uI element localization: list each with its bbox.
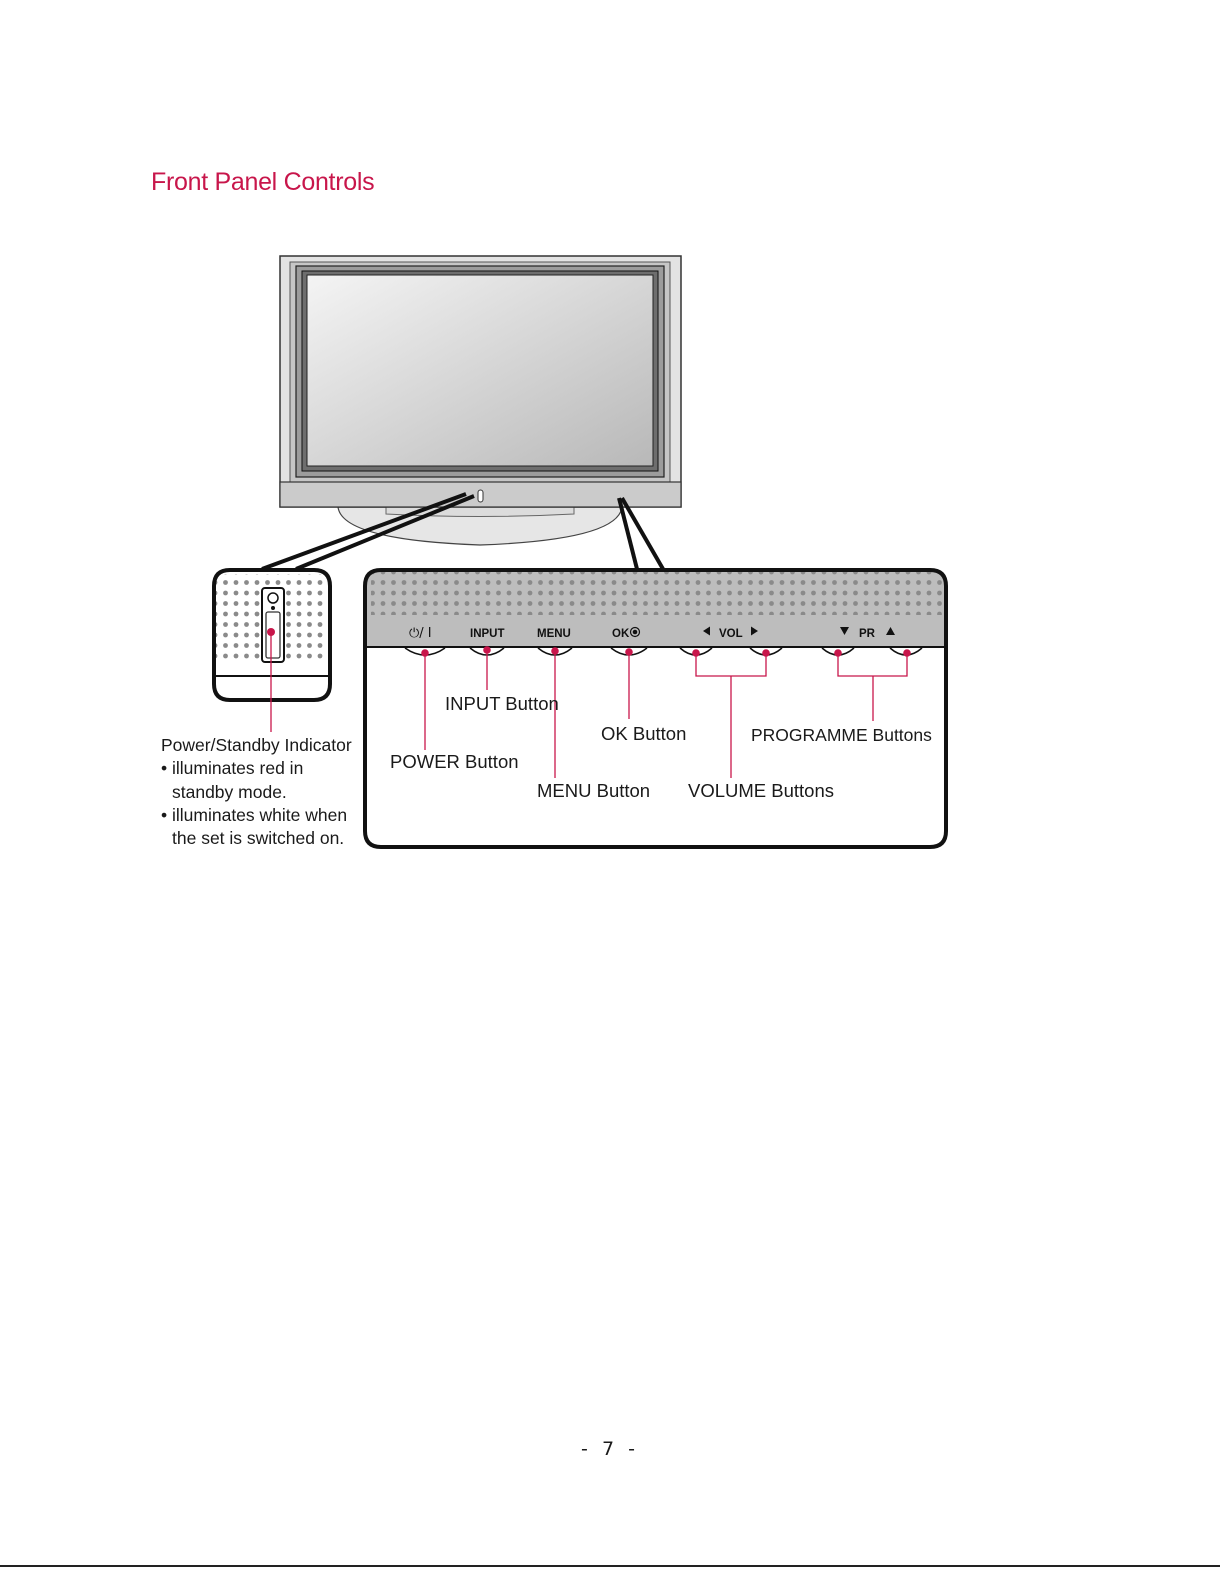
bottom-divider (0, 1565, 1220, 1567)
programme-buttons-label: PROGRAMME Buttons (751, 725, 932, 746)
pr-print: PR (859, 628, 876, 640)
indicator-bullet-1-cont: standby mode. (161, 781, 352, 804)
volume-buttons-label: VOLUME Buttons (688, 780, 834, 802)
ok-button-label: OK Button (601, 723, 686, 745)
ok-print: OK (612, 628, 630, 640)
input-button-label: INPUT Button (445, 693, 559, 715)
power-button-label: POWER Button (390, 751, 519, 773)
menu-print: MENU (537, 628, 571, 640)
menu-button-label: MENU Button (537, 780, 650, 802)
indicator-note: Power/Standby Indicator • illuminates re… (161, 734, 352, 850)
indicator-bullet-2-cont: the set is switched on. (161, 827, 352, 850)
indicator-bullet-2: • illuminates white when (161, 804, 352, 827)
vol-print: VOL (719, 628, 743, 640)
indicator-bullet-1: • illuminates red in (161, 757, 352, 780)
power-indicator-detail (214, 570, 330, 732)
indicator-heading: Power/Standby Indicator (161, 734, 352, 757)
page-number: - 7 - (0, 1438, 1220, 1460)
input-print: INPUT (470, 628, 505, 640)
power-print: ⏻/ I (409, 626, 432, 641)
